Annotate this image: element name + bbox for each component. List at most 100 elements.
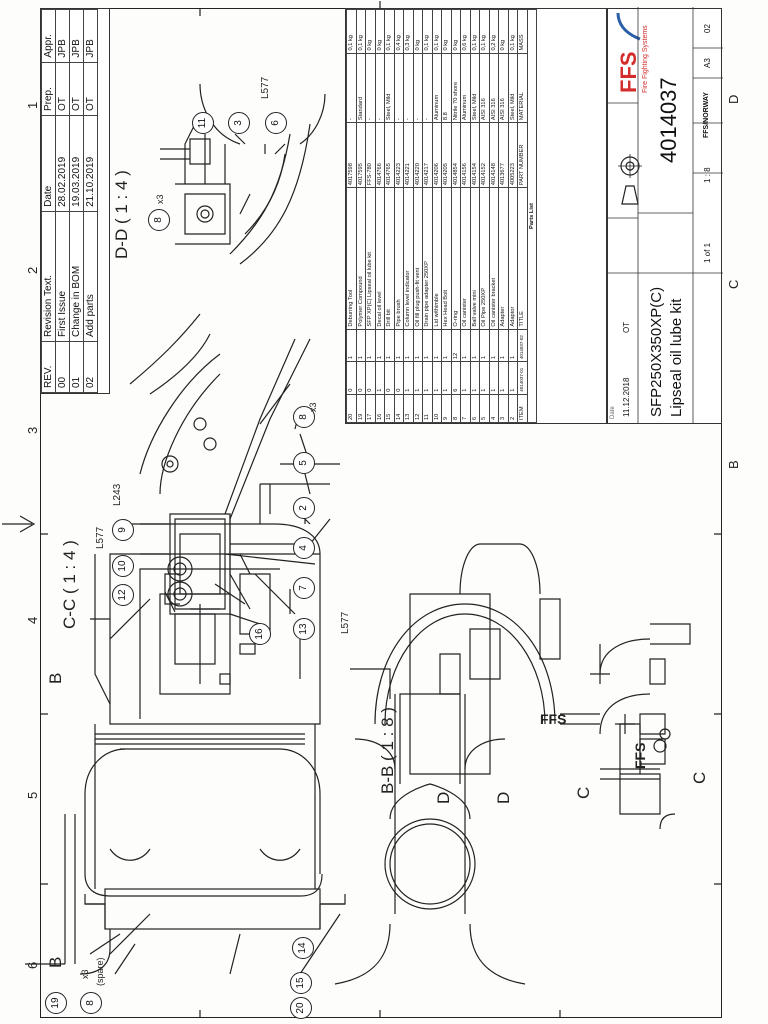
bom-cell: 1 [384,329,394,362]
rev-cell: Change in BOM [69,211,84,342]
bom-cell: 1 [479,361,489,395]
bom-cell: 1 [422,329,432,362]
bom-cell: 0 [384,361,394,395]
callout-2: 2 [293,497,315,519]
bom-cell: 1 [375,329,385,362]
bom-header-qty1: 4014037-01 [517,361,527,395]
callout-8-note: x3 [80,969,90,979]
rev-header-appr: Appr. [41,9,56,63]
bom-cell: Oil canister bracket [489,187,499,330]
bom-cell: Decal oil level [375,187,385,330]
bom-cell: - [394,53,404,123]
section-marker-b-bottom: B [46,672,65,684]
view-label-cc: C-C ( 1 : 4 ) [60,540,79,629]
bom-cell: 1 [403,361,413,395]
rev-cell: 00 [55,341,70,393]
bom-cell: 4017598 [346,122,356,188]
bom-cell: 16 [375,394,385,423]
callout-15: 15 [290,972,312,994]
bom-cell: 4014205 [441,122,451,188]
callout-8: 8 [80,992,102,1014]
callout-12: 12 [112,584,134,606]
bom-cell: 0,6 kg [460,9,470,54]
section-marker-d-1: D [434,791,453,804]
bom-cell: Steel, Mild [384,53,394,123]
rev-row: 02 Add parts 21.10.2019 OT JPB [83,9,98,393]
bom-cell: 20 [346,394,356,423]
bom-cell: 0,1 kg [356,9,366,54]
bom-header-mass: MASS [517,9,527,54]
bom-cell: 0 [356,361,366,395]
bom-cell: 12 [413,394,423,423]
bom-cell: Oil canister [460,187,470,330]
bom-cell: Steel, Mild [470,53,480,123]
bom-header-partno: PART NUMBER [517,122,527,188]
bom-cell: 1 [413,361,423,395]
callout-7: 7 [293,577,315,599]
bom-cell: 4014154 [470,122,480,188]
thread-lock-label-4: L577 [260,76,271,99]
rev-cell: 19.03.2019 [69,115,84,212]
rev-header-text: Revision Text. [41,211,56,342]
bom-subheader-row: ITEM 4014037-01 4014037-02 TITLE PART NU… [517,9,527,423]
rev-header-date: Date [41,115,56,212]
company-logo-icon [616,12,641,41]
bom-cell: 9 [441,394,451,423]
bom-cell: 11 [422,394,432,423]
bom-cell: 4013677 [498,122,508,188]
callout-8-spare-note: (spare) [95,957,105,986]
bom-cell: AISI 316 [489,53,499,123]
bom-cell: 1 [346,329,356,362]
bom-cell: - [413,53,423,123]
rev-header-rev: REV. [41,341,56,393]
bom-cell: 4014148 [489,122,499,188]
bom-cell: 1 [422,361,432,395]
bom-cell: Adapter [498,187,508,330]
section-marker-c-2: C [574,786,593,799]
callout-20: 20 [290,997,312,1019]
bom-header-title: TITLE [517,187,527,330]
title-block-grid [608,7,723,423]
rev-cell: JPB [69,9,84,63]
bom-cell: Oil fill plug push-fit vent [413,187,423,330]
bom-cell: FFS-780 [365,122,375,188]
bom-cell: 1 [498,361,508,395]
bom-cell: 0 kg [413,9,423,54]
bom-cell: 0,1 kg [479,9,489,54]
callout-11: 11 [192,112,214,134]
rev-cell: 28.02.2019 [55,115,70,212]
section-marker-c: C [690,771,709,784]
bom-cell: Steel, Mild [508,53,518,123]
rev-cell: JPB [83,9,98,63]
bom-cell: 4014152 [479,122,489,188]
bom-cell: 1 [432,361,442,395]
bom-cell: 8 [451,394,461,423]
bom-cell: 1 [508,361,518,395]
section-marker-b-top: B [46,956,65,968]
rev-cell: JPB [55,9,70,63]
rev-header-prep: Prep. [41,62,56,116]
bom-cell: 4 [489,394,499,423]
title-block: Date 11.12.2018 OT SFP250X350XP(C) Lipse… [607,7,723,424]
rev-row: 01 Change in BOM 19.03.2019 OT JPB [69,9,84,393]
bom-cell: 0,4 kg [394,9,404,54]
bom-cell: 1 [470,361,480,395]
bom-cell: 19 [356,394,366,423]
bom-cell: 0 [346,361,356,395]
bom-cell: 4014221 [403,122,413,188]
bom-cell: Nitrile 70 shore [451,53,461,123]
bom-cell: 1 [375,361,385,395]
rev-cell: Add parts [83,211,98,342]
bom-cell: 0 kg [441,9,451,54]
callout-6: 6 [265,112,287,134]
